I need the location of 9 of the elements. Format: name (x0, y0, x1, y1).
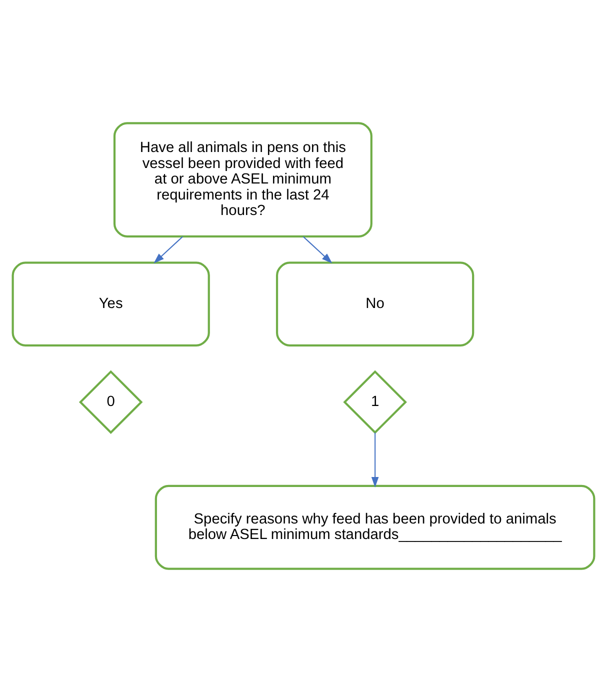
arrow (302, 236, 332, 263)
arrow (154, 236, 184, 263)
node-box: Specify reasons why feed has been provided to animals below ASEL minimum standards____________________ (154, 484, 596, 570)
node-diamond: 1 (343, 370, 407, 434)
arrow (371, 432, 379, 487)
node-box: Yes (12, 261, 210, 346)
node-box: No (276, 261, 474, 346)
node-box: Have all animals in pens on this vessel been provided with feed at or above ASEL minimum requirements in the last 24 hours? (113, 122, 372, 237)
node-diamond: 0 (78, 370, 143, 434)
